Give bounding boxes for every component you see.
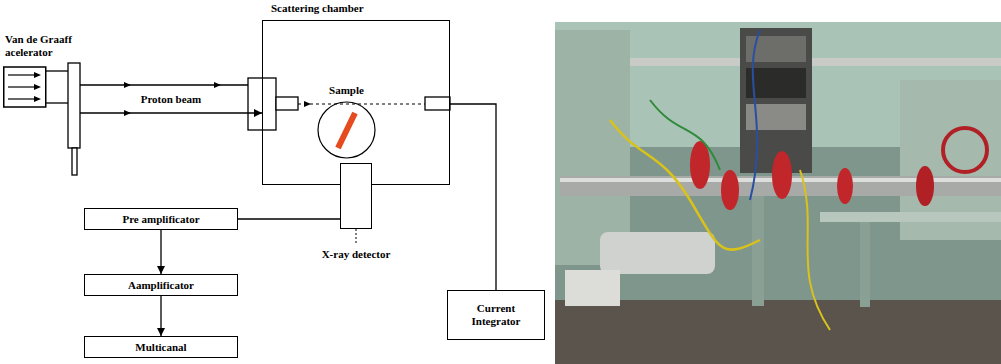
node-label: X-ray detector — [322, 248, 391, 261]
beam-arrow — [214, 82, 221, 88]
process-box: Pre amplificator — [84, 208, 238, 230]
beam-arrow — [124, 82, 131, 88]
beam-arrow-head — [34, 84, 41, 90]
connector — [160, 296, 161, 336]
sample-holder: Sample — [317, 101, 376, 159]
accelerator-tank — [4, 67, 46, 107]
photo-rack — [740, 28, 812, 173]
photo-gauge — [565, 270, 620, 306]
sample-outline — [317, 101, 376, 159]
node-label: Van de Graaff acelerator — [5, 33, 85, 59]
node-label: Sample — [329, 84, 364, 97]
beam-arrow-line — [8, 74, 35, 75]
photo-cable — [650, 100, 720, 170]
photo-flange — [690, 141, 710, 189]
edge-label: Proton beam — [139, 93, 204, 106]
photo-stand — [860, 222, 870, 307]
connector — [80, 112, 262, 113]
magnet-plate — [68, 63, 80, 148]
beam-arrow — [304, 101, 311, 107]
photo-floor — [555, 300, 1001, 364]
sample-target — [338, 113, 355, 148]
node-label: Multicanal — [135, 341, 186, 354]
accelerator-symbol — [3, 63, 80, 148]
beam-pipe — [45, 102, 68, 103]
beam-pipe — [45, 70, 68, 71]
photo-cable — [750, 30, 760, 200]
beam-arrow-line — [8, 86, 35, 87]
photo-cable — [610, 120, 760, 250]
photo-stand — [752, 196, 764, 306]
photo-flange — [721, 170, 739, 210]
photo-cabinet — [555, 30, 630, 265]
magnet-stub — [72, 148, 77, 175]
lab-photo — [555, 22, 1001, 364]
collimator-tube — [276, 97, 298, 110]
beam-arrow-line — [8, 98, 35, 99]
node-label: Aamplificator — [128, 279, 194, 292]
xray-detector: X-ray detector — [340, 163, 372, 229]
photo-flange — [772, 151, 792, 199]
photo-valve-wheel — [943, 128, 987, 172]
node-label: Current Integrator — [461, 302, 531, 328]
beam-arrow-head — [34, 72, 41, 78]
beam-path — [298, 104, 425, 105]
beam-line — [80, 84, 248, 85]
beam-arrow-head — [34, 96, 41, 102]
leader-line — [356, 229, 357, 244]
process-box: Aamplificator — [84, 274, 238, 296]
photo-bench — [820, 212, 1001, 222]
connector — [238, 218, 340, 219]
photo-flange — [916, 166, 934, 206]
process-box: Current Integrator — [447, 290, 545, 340]
node-label: Scattering chamber — [271, 2, 364, 15]
sample-circle — [318, 102, 375, 158]
process-box: Multicanal — [84, 336, 238, 358]
faraday-cup — [425, 97, 450, 110]
photo-wall — [555, 22, 1001, 364]
accelerator-node: Van de Graaff acelerator — [3, 63, 80, 148]
photo-tube — [600, 232, 715, 274]
photo-cable — [800, 170, 830, 330]
connector — [160, 230, 161, 274]
node-label: Pre amplificator — [122, 213, 199, 226]
scattering-chamber: Scattering chamberSample — [262, 20, 450, 185]
connector — [450, 104, 496, 290]
photo-flange — [837, 168, 853, 204]
